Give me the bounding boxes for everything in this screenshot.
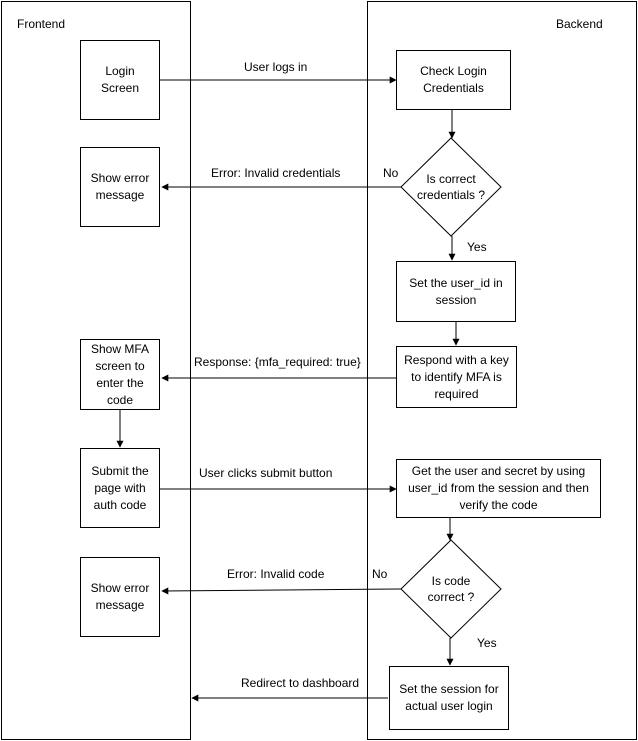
- decision-code-label: Is code correct ?: [427, 574, 475, 604]
- set-user-id-box: Set the user_id in session: [396, 261, 516, 322]
- respond-key-box: Respond with a key to identify MFA is re…: [396, 346, 517, 408]
- frontend-lane: [1, 1, 191, 740]
- show-error-credentials-box: Show error message: [80, 147, 160, 227]
- backend-lane: [367, 1, 637, 740]
- edge-label-user-logs-in: User logs in: [244, 60, 308, 74]
- show-error-code-box: Show error message: [80, 557, 160, 637]
- login-screen-box: Login Screen: [80, 40, 160, 120]
- decision-credentials-label: Is correct credentials ?: [416, 172, 486, 202]
- edge-label-invalid-code: Error: Invalid code: [227, 567, 325, 581]
- show-mfa-screen-box: Show MFA screen to enter the code: [80, 339, 160, 410]
- set-session-box: Set the session for actual user login: [389, 666, 509, 730]
- submit-page-box: Submit the page with auth code: [80, 448, 160, 528]
- edge-label-invalid-credentials: Error: Invalid credentials: [211, 166, 341, 180]
- edge-label-yes-2: Yes: [477, 636, 497, 650]
- decision-code-shape: [400, 539, 502, 639]
- edge-label-no-2: No: [372, 567, 388, 581]
- edge-decision2-no: [161, 587, 402, 595]
- get-user-secret-box: Get the user and secret by using user_id…: [396, 459, 601, 518]
- edge-label-response-mfa: Response: {mfa_required: true}: [194, 355, 361, 369]
- edge-label-yes-1: Yes: [467, 240, 487, 254]
- backend-lane-title: Backend: [556, 17, 603, 31]
- check-login-box: Check Login Credentials: [396, 50, 511, 110]
- edge-label-user-clicks-submit: User clicks submit button: [199, 466, 333, 480]
- decision-credentials-shape: [400, 137, 502, 237]
- edge-label-redirect-dashboard: Redirect to dashboard: [241, 676, 360, 690]
- frontend-lane-title: Frontend: [17, 17, 66, 31]
- edge-label-no-1: No: [383, 166, 399, 180]
